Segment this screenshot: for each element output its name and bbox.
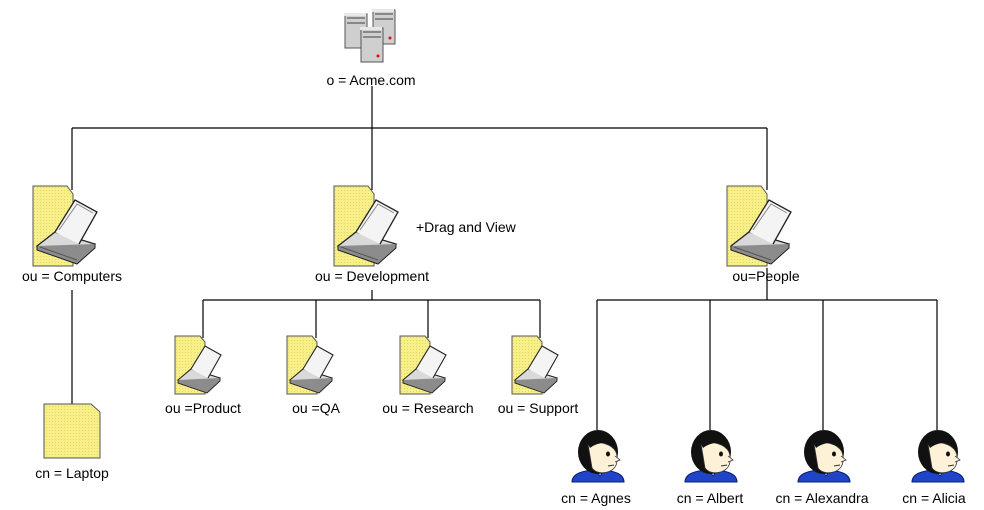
person-icon-albert[interactable] bbox=[684, 429, 738, 483]
node-label-development: ou = Development bbox=[314, 268, 430, 284]
node-label-albert: cn = Albert bbox=[676, 490, 744, 506]
person-icon-alexandra[interactable] bbox=[797, 429, 851, 483]
person-icon-agnes[interactable] bbox=[571, 429, 625, 483]
root-label: o = Acme.com bbox=[326, 72, 416, 88]
folder-icon-development[interactable] bbox=[333, 185, 399, 267]
drag-and-view-annotation[interactable]: +Drag and View bbox=[416, 219, 516, 235]
node-label-people: ou=People bbox=[732, 268, 800, 284]
node-label-agnes: cn = Agnes bbox=[561, 490, 631, 506]
folder-icon-qa[interactable] bbox=[286, 335, 334, 395]
folder-icon-research[interactable] bbox=[399, 335, 447, 395]
blank-document-icon[interactable] bbox=[43, 403, 101, 459]
node-label-support: ou = Support bbox=[497, 400, 579, 416]
node-label-product: ou =Product bbox=[165, 400, 241, 416]
folder-icon-product[interactable] bbox=[174, 335, 222, 395]
node-label-laptop: cn = Laptop bbox=[35, 465, 109, 481]
folder-icon-support[interactable] bbox=[511, 335, 559, 395]
server-icon bbox=[343, 8, 396, 63]
node-label-qa: ou =QA bbox=[292, 400, 340, 416]
node-label-alexandra: cn = Alexandra bbox=[775, 490, 869, 506]
node-label-research: ou = Research bbox=[382, 400, 474, 416]
node-label-alicia: cn = Alicia bbox=[902, 490, 966, 506]
connector-lines bbox=[71, 86, 938, 430]
folder-icon-computers[interactable] bbox=[32, 185, 98, 267]
node-label-computers: ou = Computers bbox=[22, 268, 122, 284]
person-icon-alicia[interactable] bbox=[911, 429, 965, 483]
folder-icon-people[interactable] bbox=[726, 185, 792, 267]
